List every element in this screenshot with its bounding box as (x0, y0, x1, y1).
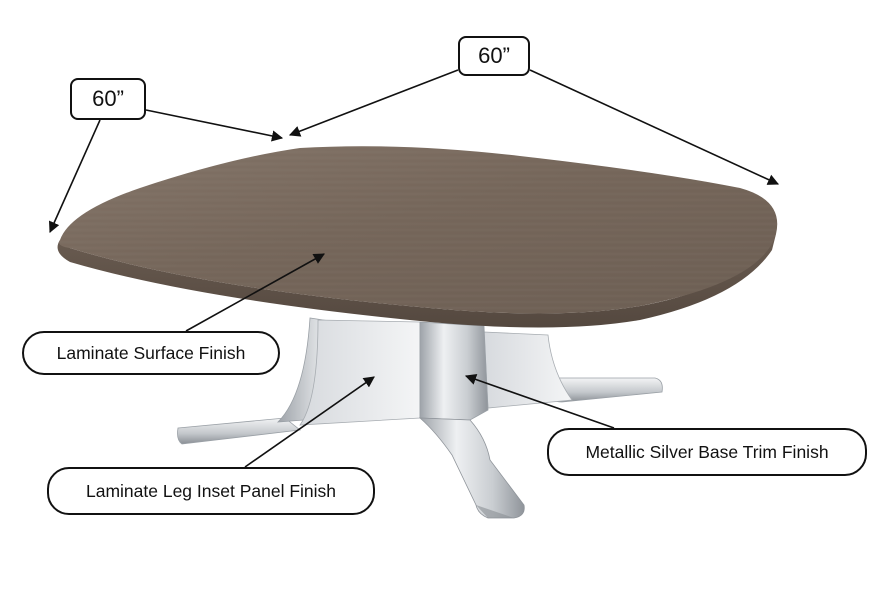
callout-base-trim-finish: Metallic Silver Base Trim Finish (547, 428, 867, 476)
leader-surface (185, 253, 325, 332)
dim-arrow-left-a (145, 109, 284, 142)
dim-arrow-right-a (288, 69, 459, 137)
dimension-label-depth: 60” (70, 78, 146, 120)
table-base (177, 317, 663, 519)
base-post-front (419, 321, 489, 421)
base-fin-back-right (483, 331, 573, 409)
dim-arrow-right-b (529, 69, 780, 185)
callout-leg-panel-finish: Laminate Leg Inset Panel Finish (47, 467, 375, 515)
base-foot-front-left (177, 417, 301, 445)
callout-surface-finish: Laminate Surface Finish (22, 331, 280, 375)
leg-inset-panel (299, 319, 421, 426)
leader-leg-panel (244, 376, 375, 468)
leader-base-trim (464, 374, 615, 429)
table-top (57, 146, 778, 328)
leader-lines (48, 69, 780, 468)
table-top-edge (57, 234, 777, 328)
dim-arrow-left-b (48, 119, 101, 234)
dimension-label-width: 60” (458, 36, 530, 76)
base-foot-front (418, 417, 525, 519)
